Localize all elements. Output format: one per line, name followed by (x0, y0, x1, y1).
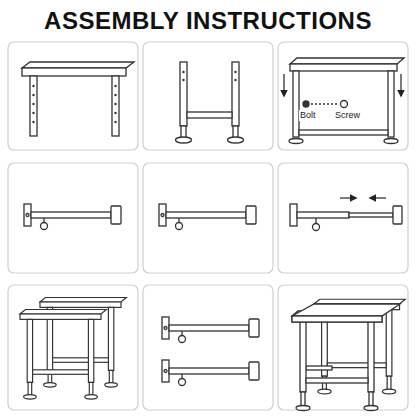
two-frames-step (20, 298, 126, 400)
two-beams-step (162, 317, 259, 386)
panel-grid (8, 42, 408, 410)
crossbeam-step (24, 204, 256, 230)
part-label: Bolt (299, 110, 317, 121)
beam-join-step (290, 198, 402, 231)
top-bar-step (22, 62, 134, 136)
part-label: Screw (334, 110, 361, 121)
page-title: ASSEMBLY INSTRUCTIONS (0, 7, 416, 35)
assembled-bench (292, 299, 405, 410)
base-frame-step (176, 62, 244, 143)
bolt-join-step (284, 58, 404, 144)
